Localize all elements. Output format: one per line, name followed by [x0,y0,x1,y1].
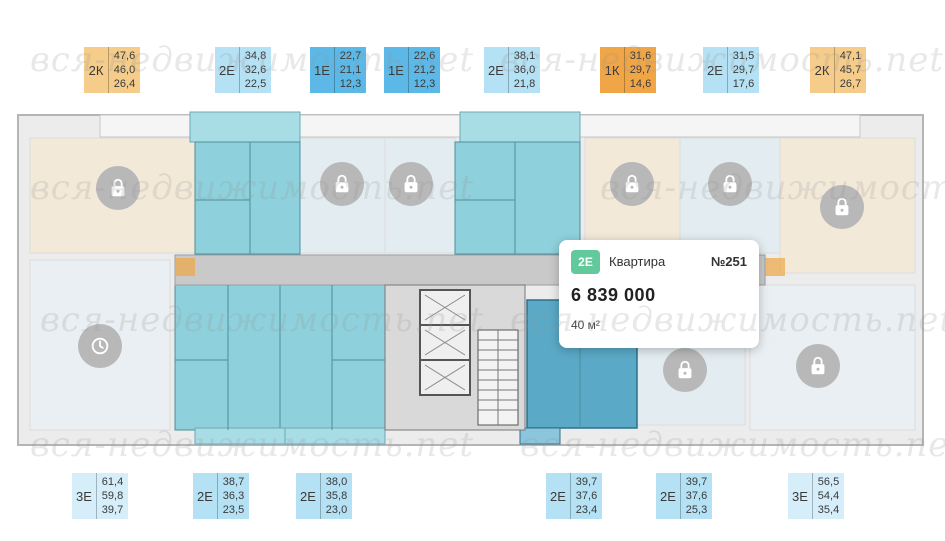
clock-icon[interactable] [78,324,122,368]
watermark: вся-недвижимость.net [500,40,945,80]
watermark: вся-недвижимость.net [30,168,475,208]
watermark: вся-недвижимость.net [600,168,945,208]
lock-icon[interactable] [796,344,840,388]
lock-icon[interactable] [820,185,864,229]
watermark: вся-недвижимость.net [520,425,945,465]
apartment-number: №251 [710,254,747,269]
lock-icon[interactable] [389,162,433,206]
watermark: вся-недвижимость.net [510,300,945,340]
lock-icon[interactable] [96,166,140,210]
lock-icon[interactable] [610,162,654,206]
lock-icon[interactable] [320,162,364,206]
apartment-popup[interactable]: 2Е Квартира №251 6 839 000 40 м² [559,240,759,348]
apartment-type-badge: 2Е [571,250,600,274]
apartment-area: 40 м² [571,318,600,332]
watermark: вся-недвижимость.net [30,425,475,465]
room-walls [175,142,581,430]
lock-icon[interactable] [708,162,752,206]
lock-icon[interactable] [663,348,707,392]
watermark: вся-недвижимость.net [40,300,485,340]
watermark: вся-недвижимость.net [30,40,475,80]
apartment-label: Квартира [609,254,666,269]
building-core [384,284,526,431]
apartment-price: 6 839 000 [571,285,656,305]
